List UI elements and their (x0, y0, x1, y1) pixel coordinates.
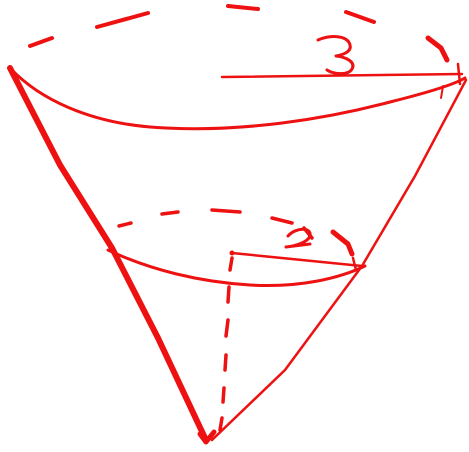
inner-ellipse-front (106, 248, 367, 288)
height-dashed-line (218, 256, 234, 432)
cone-apex (197, 429, 217, 445)
inner-rim-tick (351, 256, 358, 272)
outer-ellipse-front (8, 66, 467, 131)
outer-rim-tick-lower (440, 85, 444, 99)
inner-center-dot (229, 250, 235, 256)
inner-radius-label-glyph (284, 227, 312, 249)
cone-right-edge (210, 78, 468, 442)
outer-radius-label-glyph (316, 35, 355, 76)
outer-rim-tick (456, 62, 462, 86)
inner-ellipse-back-dashed (117, 208, 355, 257)
cone-left-edge (7, 65, 208, 441)
outer-ellipse-back-dashed (28, 4, 450, 63)
inner-radius-line (230, 251, 364, 268)
outer-radius-line (220, 72, 464, 79)
